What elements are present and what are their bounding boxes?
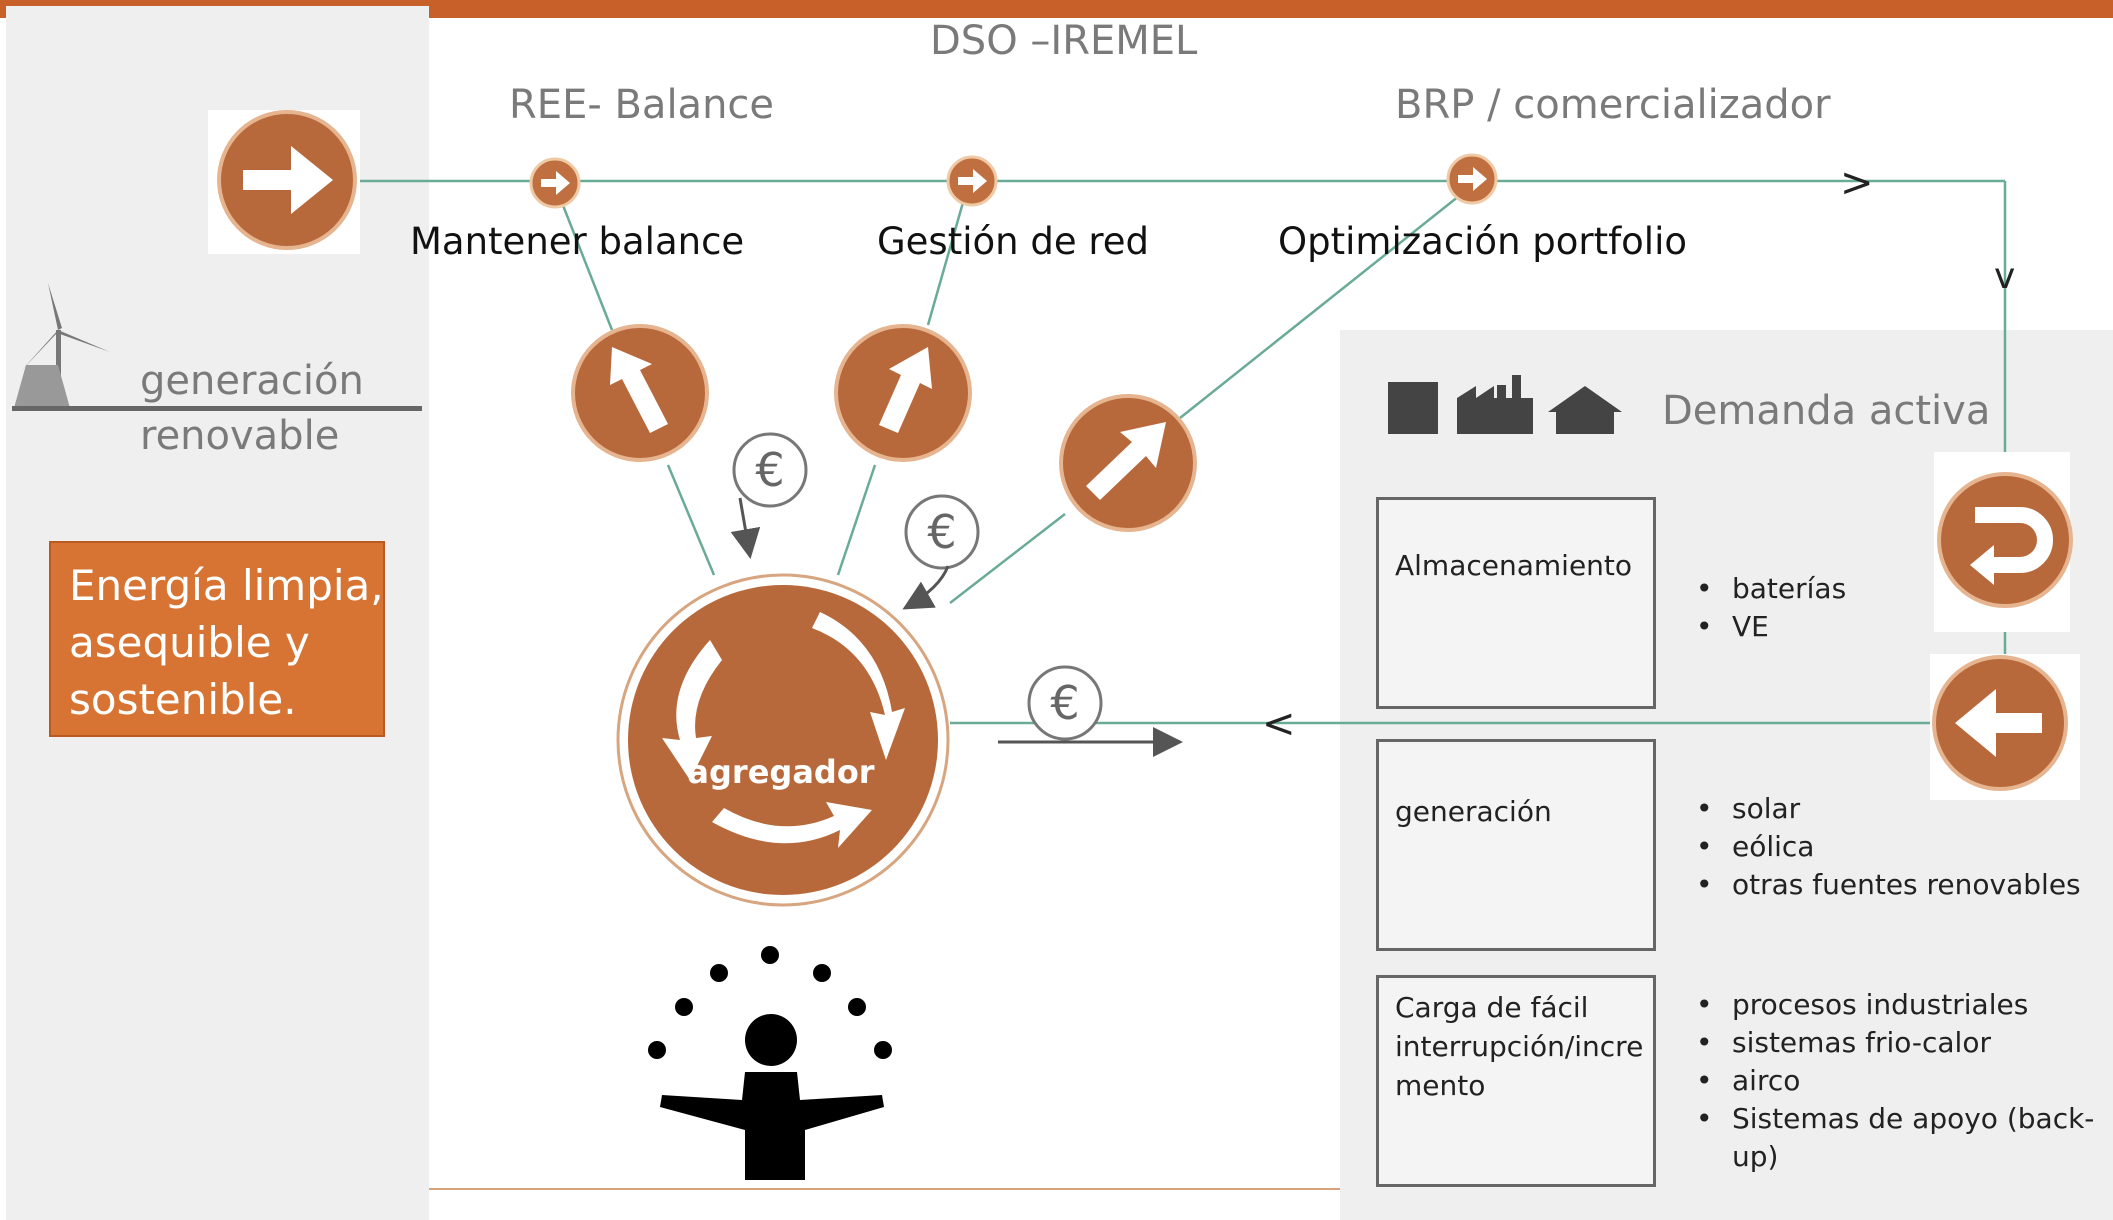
category-title-line: interrupción/incre: [1395, 1030, 1644, 1063]
label-ree: REE- Balance: [509, 82, 775, 128]
node-brp-icon: [1446, 153, 1498, 205]
label-mantener-balance: Mantener balance: [410, 220, 745, 263]
input-arrow-icon: [208, 110, 360, 254]
highlight-box: Energía limpia, asequible y sostenible.: [49, 541, 385, 737]
flow-lines: [360, 179, 2007, 725]
output-arrow-icon: [1930, 654, 2080, 800]
diagram-title: DSO –IREMEL: [930, 18, 1198, 64]
category-generacion: generación: [1376, 739, 1656, 951]
list-item: VE: [1692, 608, 1846, 646]
bullets-generacion: solar eólica otras fuentes renovables: [1692, 790, 2081, 904]
arrow-up-right-icon: [834, 324, 972, 462]
label-generacion: generación: [140, 358, 364, 404]
label-optimizacion: Optimización portfolio: [1278, 220, 1687, 263]
category-title: Almacenamiento: [1395, 549, 1633, 582]
bullets-almacenamiento: baterías VE: [1692, 570, 1846, 646]
buildings-icon: [1388, 375, 1622, 434]
node-dso-icon: [946, 155, 998, 207]
wind-turbine-icon: [12, 283, 422, 411]
highlight-line-1: Energía limpia,: [69, 561, 384, 610]
return-arrow-icon: [1934, 452, 2073, 632]
juggler-icon: [648, 946, 892, 1180]
list-item-continuation: up): [1732, 1140, 1779, 1173]
highlight-line-2: asequible y: [69, 618, 310, 667]
euro-coin-2-icon: €: [902, 494, 980, 610]
agregador-hub: agregador: [616, 573, 950, 907]
list-item: baterías: [1692, 570, 1846, 608]
category-title: Carga de fácil interrupción/incre mento: [1395, 988, 1643, 1105]
list-item: solar: [1692, 790, 2081, 828]
chevron-left-icon: <: [1262, 701, 1296, 747]
euro-coin-3-icon: €: [998, 665, 1183, 757]
list-item: Sistemas de apoyo (back-: [1692, 1100, 2094, 1138]
label-demanda-activa: Demanda activa: [1662, 388, 1991, 434]
chevron-right-icon: >: [1840, 160, 1874, 206]
label-renovable: renovable: [140, 413, 340, 459]
bottom-divider: [429, 1188, 1340, 1190]
svg-text:€: €: [1050, 676, 1079, 730]
euro-coin-1-icon: €: [730, 432, 808, 559]
highlight-line-3: sostenible.: [69, 675, 297, 724]
list-item: eólica: [1692, 828, 2081, 866]
list-item: otras fuentes renovables: [1692, 866, 2081, 904]
arrow-up-left-icon: [571, 324, 709, 462]
top-accent-bar: [0, 0, 2113, 18]
list-item: sistemas frio-calor: [1692, 1024, 2094, 1062]
label-gestion-red: Gestión de red: [877, 220, 1150, 263]
category-title-line: mento: [1395, 1069, 1486, 1102]
chevron-down-icon: v: [1994, 256, 2015, 297]
category-carga: Carga de fácil interrupción/incre mento: [1376, 975, 1656, 1187]
svg-text:€: €: [755, 443, 784, 497]
svg-text:agregador: agregador: [687, 753, 874, 791]
arrow-diagonal-icon: [1059, 394, 1197, 532]
category-title: generación: [1395, 795, 1552, 828]
node-ree-icon: [529, 157, 581, 209]
bullets-carga: procesos industriales sistemas frio-calo…: [1692, 986, 2094, 1176]
list-item: airco: [1692, 1062, 2094, 1100]
category-almacenamiento: Almacenamiento: [1376, 497, 1656, 709]
svg-text:€: €: [927, 505, 956, 559]
list-item: procesos industriales: [1692, 986, 2094, 1024]
category-title-line: Carga de fácil: [1395, 991, 1589, 1024]
label-brp: BRP / comercializador: [1395, 82, 1831, 128]
